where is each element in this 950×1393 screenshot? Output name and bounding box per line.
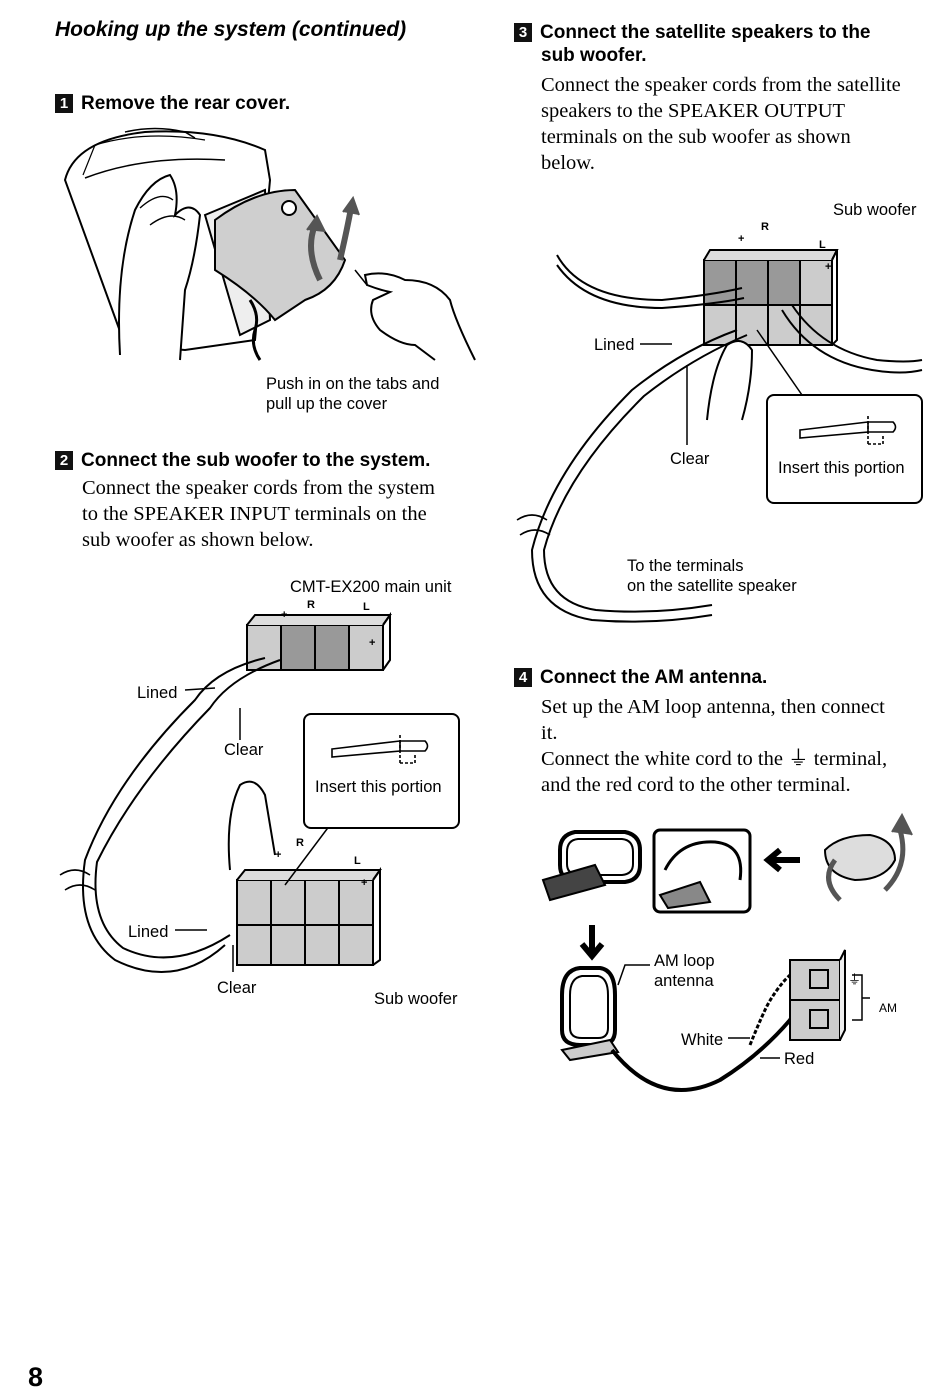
step1-caption-line1: Push in on the tabs and bbox=[266, 375, 440, 393]
sat-r: R bbox=[761, 221, 769, 233]
sub-woofer-label-step2: Sub woofer bbox=[374, 990, 458, 1008]
step4-body-line: Connect the white cord to the ⏚ terminal… bbox=[541, 748, 888, 770]
step3-number: 3 bbox=[514, 23, 532, 42]
step2-body-line: Connect the speaker cords from the syste… bbox=[82, 477, 435, 499]
sub-woofer-label-step3: Sub woofer bbox=[833, 201, 917, 219]
page-number: 8 bbox=[28, 1362, 44, 1392]
step4-number: 4 bbox=[514, 668, 532, 687]
insert-label-step3: Insert this portion bbox=[778, 459, 905, 477]
terminals-line1: To the terminals bbox=[627, 557, 744, 575]
clear-bottom-label: Clear bbox=[217, 979, 257, 997]
step3-body-line: terminals on the sub woofer as shown bbox=[541, 126, 851, 148]
terminals-line2: on the satellite speaker bbox=[627, 577, 797, 595]
step2-body-line: sub woofer as shown below. bbox=[82, 529, 314, 551]
step3-body: Connect the speaker cords from the satel… bbox=[541, 72, 901, 176]
step3-body-line: below. bbox=[541, 152, 595, 174]
top-r: R bbox=[307, 599, 315, 611]
am-label: AM bbox=[879, 1001, 897, 1015]
clear-top-label: Clear bbox=[224, 741, 264, 759]
wire-strip-icon bbox=[799, 416, 897, 445]
satellite-connection-diagram: + R L + bbox=[516, 221, 923, 623]
step4-heading: 4 Connect the AM antenna. bbox=[514, 666, 767, 689]
step4-heading-text: Connect the AM antenna. bbox=[540, 667, 768, 688]
step3-body-line: speakers to the SPEAKER OUTPUT bbox=[541, 100, 846, 122]
step3-body-line: Connect the speaker cords from the satel… bbox=[541, 74, 901, 96]
step2-body-line: to the SPEAKER INPUT terminals on the bbox=[82, 503, 427, 525]
lined-label-step3: Lined bbox=[594, 336, 635, 354]
lined-top-label: Lined bbox=[137, 684, 178, 702]
red-label: Red bbox=[784, 1050, 815, 1068]
white-label: White bbox=[681, 1031, 724, 1049]
step2-number: 2 bbox=[55, 451, 73, 470]
step1-heading-text: Remove the rear cover. bbox=[81, 93, 291, 114]
step2-heading: 2 Connect the sub woofer to the system. bbox=[55, 449, 430, 472]
main-unit-label: CMT-EX200 main unit bbox=[290, 578, 452, 596]
clear-label-step3: Clear bbox=[670, 450, 710, 468]
bottom-plus-right: + bbox=[361, 877, 367, 889]
step4-body-line: it. bbox=[541, 722, 558, 744]
sat-plus-right: + bbox=[825, 261, 831, 273]
am-antenna-diagram: ⏚ bbox=[541, 812, 913, 1092]
step4-body-line: Set up the AM loop antenna, then connect bbox=[541, 696, 885, 718]
wire-strip-icon bbox=[331, 735, 429, 764]
am-loop-line2: antenna bbox=[654, 972, 714, 990]
ground-symbol: ⏚ bbox=[848, 972, 861, 987]
step2-heading-text: Connect the sub woofer to the system. bbox=[81, 450, 431, 471]
top-plus: + bbox=[281, 609, 287, 621]
step2-body: Connect the speaker cords from the syste… bbox=[82, 475, 435, 553]
top-plus-right: + bbox=[369, 637, 375, 649]
step1-heading: 1 Remove the rear cover. bbox=[55, 92, 290, 115]
bottom-plus: + bbox=[275, 849, 281, 861]
insert-portion-callout-step3: Insert this portion bbox=[766, 394, 923, 504]
step3-heading-line2: sub woofer. bbox=[541, 45, 647, 66]
lined-bottom-label: Lined bbox=[128, 923, 169, 941]
page-title: Hooking up the system (continued) bbox=[55, 18, 407, 41]
top-l: L bbox=[363, 601, 370, 613]
rear-cover-illustration bbox=[63, 127, 476, 361]
bottom-r: R bbox=[296, 837, 304, 849]
step4-body: Set up the AM loop antenna, then connect… bbox=[541, 694, 887, 798]
step1-caption-line2: pull up the cover bbox=[266, 395, 388, 413]
bottom-l: L bbox=[354, 855, 361, 867]
sat-l: L bbox=[819, 239, 826, 251]
step1-number: 1 bbox=[55, 94, 73, 113]
step3-heading: 3 Connect the satellite speakers to the bbox=[514, 21, 871, 44]
step3-heading-line1: Connect the satellite speakers to the bbox=[540, 22, 871, 43]
step4-body-line: and the red cord to the other terminal. bbox=[541, 774, 851, 796]
subwoofer-connection-diagram: + R L + + R L + bbox=[59, 599, 392, 973]
insert-portion-callout: Insert this portion bbox=[303, 713, 460, 829]
am-loop-line1: AM loop bbox=[654, 952, 715, 970]
sat-plus: + bbox=[738, 233, 744, 245]
insert-label: Insert this portion bbox=[315, 778, 442, 796]
